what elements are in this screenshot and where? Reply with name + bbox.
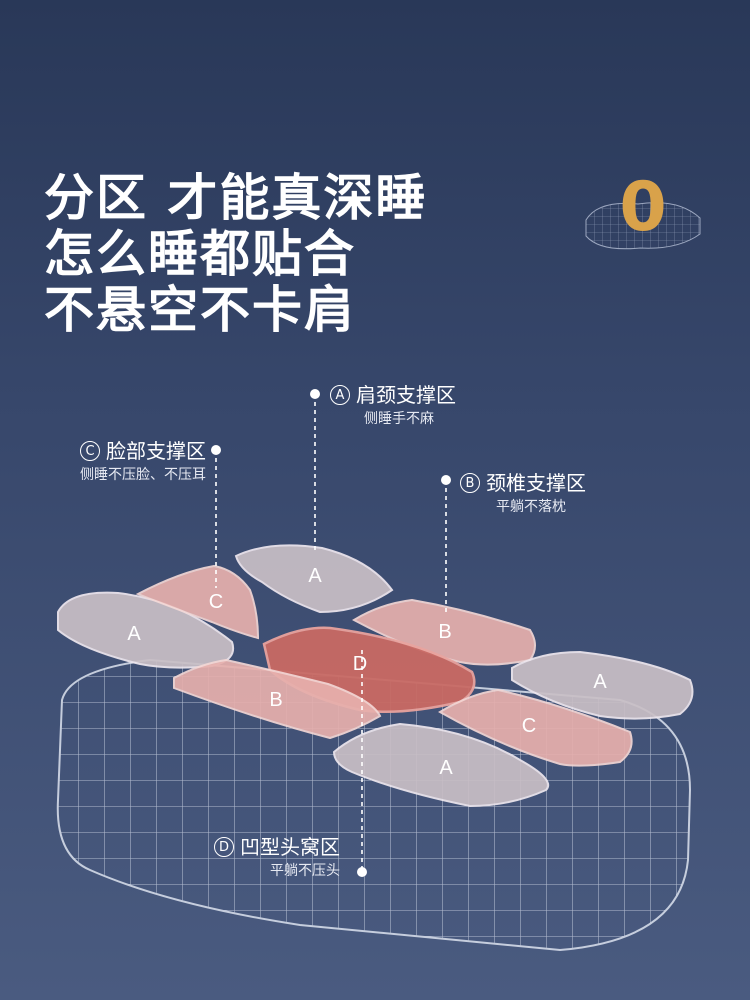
callout-c-letter: C — [80, 441, 100, 461]
callout-a-title: 肩颈支撑区 — [356, 383, 456, 407]
zone-letter-c-right: C — [522, 715, 536, 737]
zone-pad-a-bottom — [332, 722, 550, 808]
zone-letter-d: D — [353, 653, 367, 675]
headline-line-2: 怎么睡都贴合 — [44, 225, 356, 283]
callout-b-title: 颈椎支撑区 — [486, 471, 586, 495]
leader-dot-b — [441, 475, 451, 485]
zone-letter-a-bottom: A — [439, 757, 453, 779]
zone-letter-b-right: B — [438, 621, 451, 643]
zone-pad-c-left — [135, 564, 260, 640]
zone-letter-c-left: C — [209, 591, 223, 613]
callout-d-sub: 平躺不压头 — [270, 863, 340, 879]
headline-line-3: 不悬空不卡肩 — [44, 281, 356, 339]
callout-b-sub: 平躺不落枕 — [496, 499, 566, 515]
callout-b-letter: B — [460, 473, 480, 493]
callout-d-letter: D — [214, 837, 234, 857]
callout-c: C 脸部支撑区 侧睡不压脸、不压耳 — [44, 438, 206, 486]
mini-pillow-icon — [585, 202, 701, 250]
zone-pad-b-left — [173, 658, 382, 740]
leader-dot-a — [310, 389, 320, 399]
zero-number: 0 — [619, 168, 667, 247]
zone-pad-a-right — [511, 650, 694, 720]
zone-pad-a-top — [234, 544, 394, 614]
callout-c-title: 脸部支撑区 — [106, 439, 206, 463]
headline: 分区 才能真深睡 怎么睡都贴合 不悬空不卡肩 — [44, 170, 427, 338]
callout-d: D 凹型头窝区 平躺不压头 — [190, 834, 340, 882]
leader-dot-d — [357, 867, 367, 877]
headline-line-1: 分区 才能真深睡 — [44, 169, 428, 227]
callout-a: A 肩颈支撑区 侧睡手不麻 — [330, 382, 456, 430]
zone-letter-a-right: A — [593, 671, 607, 693]
zone-pad-c-right — [438, 688, 633, 767]
callout-d-title: 凹型头窝区 — [240, 835, 340, 859]
callout-b: B 颈椎支撑区 平躺不落枕 — [460, 470, 586, 518]
callout-c-sub: 侧睡不压脸、不压耳 — [80, 467, 206, 483]
zone-letter-b-left: B — [269, 689, 282, 711]
zone-letter-a-left: A — [127, 623, 141, 645]
callout-a-letter: A — [330, 385, 350, 405]
zone-letter-a-top: A — [308, 565, 322, 587]
leader-dot-c — [211, 445, 221, 455]
callout-a-sub: 侧睡手不麻 — [364, 411, 434, 427]
zero-badge: 0 — [578, 168, 708, 268]
zone-pad-a-left — [57, 591, 234, 669]
